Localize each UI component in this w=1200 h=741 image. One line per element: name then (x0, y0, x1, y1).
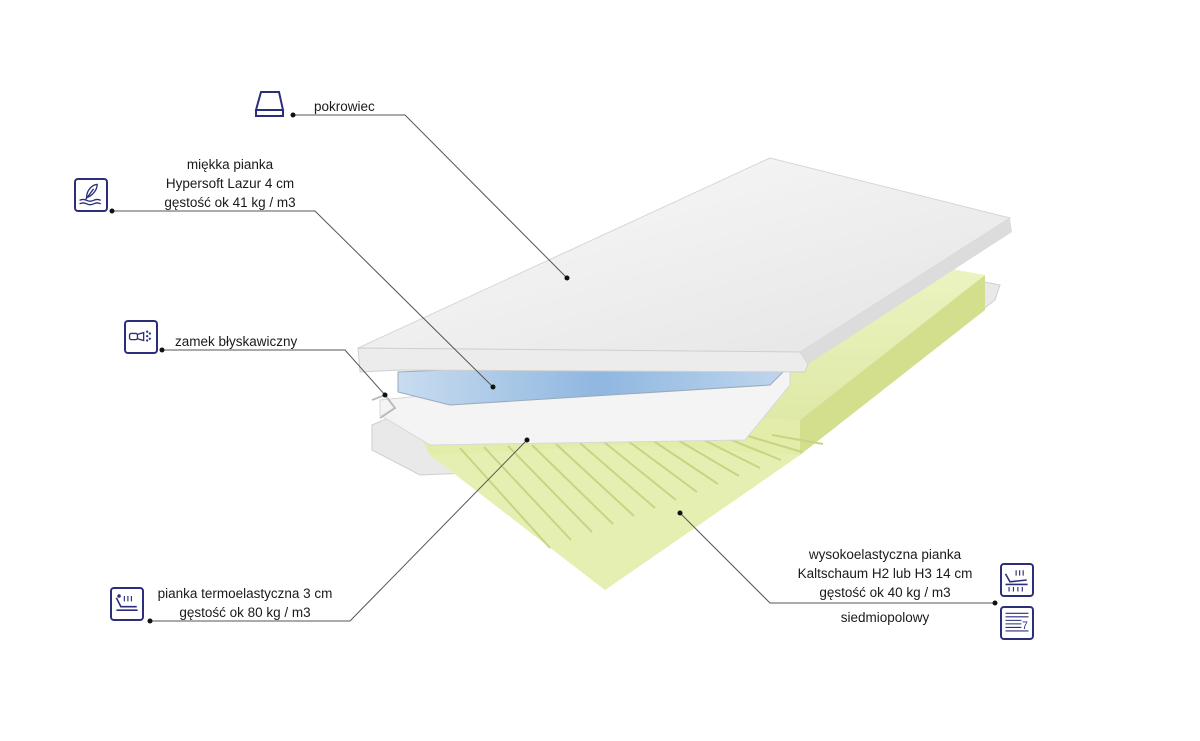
label-ha-foam: wysokoelastyczna pianka Kaltschaum H2 lu… (780, 545, 990, 602)
foam-groove (723, 436, 782, 461)
zipper-track (371, 393, 397, 419)
foam-groove (651, 439, 719, 485)
foam-groove (627, 440, 698, 493)
seven-zones-icon: 7 (1000, 606, 1034, 640)
foam-groove (603, 441, 677, 501)
label-soft-foam: miękka pianka Hypersoft Lazur 4 cm gęsto… (140, 155, 320, 212)
thermo-foam-name: pianka termoelastyczna 3 cm (157, 586, 333, 601)
ha-foam-type: Kaltschaum H2 lub H3 14 cm (797, 566, 973, 581)
body-support-icon (1000, 563, 1034, 597)
foam-groove (555, 443, 635, 517)
foam-groove (531, 444, 614, 525)
foam-groove (459, 447, 551, 549)
ha-foam-side (800, 275, 985, 455)
foam-groove (507, 445, 593, 533)
ha-foam-density: gęstość ok 40 kg / m3 (819, 585, 951, 600)
thermo-foam-density: gęstość ok 80 kg / m3 (179, 605, 311, 620)
label-zipper: zamek błyskawiczny (175, 334, 298, 349)
foam-groove (483, 446, 572, 541)
foam-groove (771, 434, 824, 445)
body-heat-icon (110, 587, 144, 621)
top-cover-side (800, 218, 1012, 364)
leader-dots (109, 112, 998, 624)
soft-foam-type: Hypersoft Lazur 4 cm (165, 176, 295, 191)
soft-foam-density: gęstość ok 41 kg / m3 (164, 195, 296, 210)
zipper-icon (124, 320, 158, 354)
label-zones: siedmiopolowy (840, 610, 930, 625)
foam-groove (675, 438, 740, 477)
label-cover: pokrowiec (314, 99, 375, 114)
foam-groove (579, 442, 656, 509)
zones-number: 7 (1022, 620, 1028, 632)
ha-foam-front-face (430, 445, 800, 590)
top-cover-edge (357, 347, 809, 373)
label-thermo-foam: pianka termoelastyczna 3 cm gęstość ok 8… (145, 584, 345, 622)
soft-foam-name: miękka pianka (186, 157, 274, 172)
ha-foam-name: wysokoelastyczna pianka (808, 547, 962, 562)
leader-lines (112, 114, 995, 622)
mattress-icon (252, 86, 286, 120)
foam-groove (747, 435, 803, 453)
foam-groove (699, 437, 761, 469)
feather-waves-icon (74, 178, 108, 212)
